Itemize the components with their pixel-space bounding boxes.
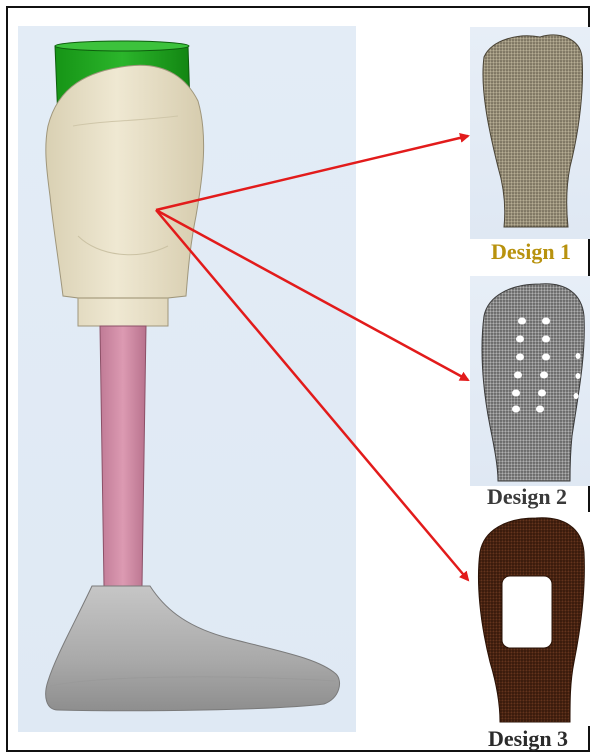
- arrow-to-design-1: [156, 136, 468, 210]
- arrow-to-design-2: [156, 210, 468, 380]
- arrow-to-design-3: [156, 210, 468, 580]
